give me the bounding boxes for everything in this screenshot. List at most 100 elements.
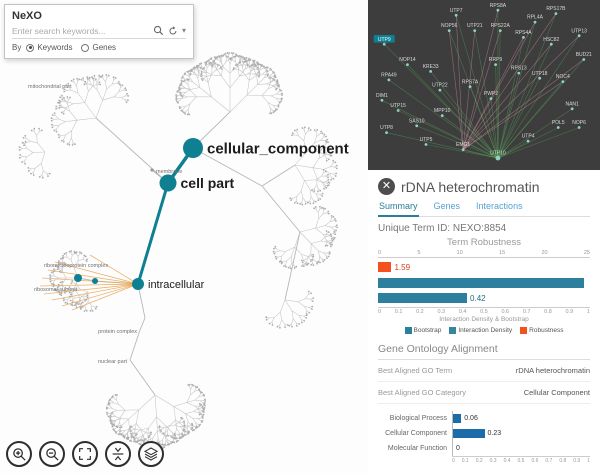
close-icon[interactable]: ✕ bbox=[378, 178, 395, 195]
zoom-out-button[interactable] bbox=[39, 441, 65, 467]
gene-node[interactable] bbox=[473, 29, 477, 32]
search-icon[interactable] bbox=[153, 25, 164, 36]
gene-node-label: RPS13 bbox=[511, 66, 527, 72]
gene-node-label: UTP18 bbox=[532, 71, 548, 77]
chevron-down-icon[interactable]: ▾ bbox=[181, 25, 186, 35]
go-plot-area: 0.06 bbox=[452, 411, 590, 426]
gene-node[interactable] bbox=[429, 70, 433, 73]
axis-tick: 0.2 bbox=[475, 458, 483, 464]
gene-node-label: HSC82 bbox=[543, 37, 559, 43]
gene-node[interactable] bbox=[494, 63, 497, 66]
gene-node[interactable] bbox=[447, 29, 451, 32]
legend-label: Robustness bbox=[529, 327, 564, 334]
legend-label: Bootstrap bbox=[413, 327, 442, 334]
axis-tick: 0.5 bbox=[517, 458, 525, 464]
bar-fill bbox=[378, 262, 392, 272]
search-mode-genes[interactable]: Genes bbox=[81, 43, 116, 52]
gene-node[interactable] bbox=[380, 98, 384, 102]
gene-node-label: NOP56 bbox=[441, 23, 458, 29]
gene-node[interactable] bbox=[415, 124, 419, 128]
tab-summary[interactable]: Summary bbox=[378, 199, 419, 217]
gene-node[interactable] bbox=[538, 76, 542, 80]
gene-node-label: RPS7A bbox=[462, 79, 479, 85]
gene-node[interactable] bbox=[549, 42, 553, 46]
radio-label: Genes bbox=[92, 43, 117, 52]
search-input[interactable] bbox=[12, 25, 149, 36]
unique-term-id: Unique Term ID: NEXO:8854 bbox=[378, 223, 507, 234]
gene-node[interactable] bbox=[498, 29, 502, 32]
gene-node[interactable] bbox=[387, 78, 391, 82]
tree-node[interactable] bbox=[132, 278, 144, 290]
gene-node-label: NAN1 bbox=[565, 101, 579, 107]
go-category-label: Molecular Function bbox=[387, 445, 447, 452]
gene-node[interactable] bbox=[440, 114, 444, 117]
fit-content-button[interactable] bbox=[72, 441, 98, 467]
axis-tick: 20 bbox=[541, 250, 548, 256]
gene-node-label: SAS10 bbox=[409, 118, 425, 124]
fit-selected-button[interactable] bbox=[105, 441, 131, 467]
axis-tick: 0.8 bbox=[544, 309, 552, 315]
detail-header: ✕ rDNA heterochromatin bbox=[378, 176, 590, 199]
radio-icon[interactable] bbox=[81, 43, 90, 52]
gene-node[interactable] bbox=[556, 126, 560, 129]
tree-node[interactable] bbox=[159, 174, 177, 192]
gene-node[interactable] bbox=[577, 126, 581, 129]
gene-node[interactable] bbox=[554, 12, 558, 16]
gene-node[interactable] bbox=[582, 58, 586, 61]
gene-node[interactable] bbox=[424, 143, 428, 146]
axis-tick: 0.8 bbox=[559, 458, 567, 464]
gene-node[interactable] bbox=[468, 85, 472, 89]
axis-tick: 15 bbox=[499, 250, 506, 256]
bar-robustness: 1.59 bbox=[378, 261, 590, 274]
gene-node[interactable] bbox=[489, 97, 493, 100]
tree-node[interactable] bbox=[183, 138, 203, 158]
gene-node[interactable] bbox=[522, 36, 525, 39]
gene-node[interactable] bbox=[461, 148, 465, 152]
gene-node[interactable] bbox=[577, 34, 581, 38]
tab-genes[interactable]: Genes bbox=[433, 201, 461, 211]
gene-node-label: RPS8A bbox=[490, 3, 507, 9]
gene-node[interactable] bbox=[533, 20, 537, 24]
go-bar-value: 0 bbox=[456, 445, 460, 452]
bottom-axis-label: Interaction Density & Bootstrap bbox=[439, 316, 529, 323]
legend-swatch bbox=[520, 327, 528, 334]
gene-node[interactable] bbox=[517, 71, 521, 75]
tree-annotation: ribosomal subunit bbox=[34, 287, 78, 293]
axis-tick: 0.9 bbox=[573, 458, 581, 464]
reset-search-icon[interactable] bbox=[168, 26, 178, 36]
zoom-in-button[interactable] bbox=[6, 441, 32, 467]
gene-node[interactable] bbox=[495, 155, 501, 161]
gene-node[interactable] bbox=[496, 8, 500, 12]
gene-node[interactable] bbox=[406, 63, 409, 66]
radio-icon[interactable] bbox=[26, 43, 35, 52]
tree-annotation: mitochondrial part bbox=[28, 84, 72, 90]
gene-node[interactable] bbox=[438, 88, 442, 92]
gene-node[interactable] bbox=[396, 109, 400, 112]
axis-tick: 0.4 bbox=[458, 309, 467, 315]
search-mode-keywords[interactable]: Keywords bbox=[26, 43, 72, 52]
gene-node-label: UTP4 bbox=[522, 134, 535, 140]
gene-node[interactable] bbox=[454, 13, 458, 17]
bar-fill bbox=[378, 293, 468, 303]
gene-node[interactable] bbox=[526, 139, 530, 143]
gene-node[interactable] bbox=[561, 80, 565, 83]
gene-node-label: UTP9 bbox=[378, 37, 391, 43]
gene-node[interactable] bbox=[570, 107, 574, 111]
layers-button[interactable] bbox=[138, 441, 164, 467]
tab-interactions[interactable]: Interactions bbox=[476, 201, 523, 211]
gene-node[interactable] bbox=[385, 131, 388, 135]
term-title: rDNA heterochromatin bbox=[401, 178, 540, 195]
bar-value-label: 1.59 bbox=[394, 262, 411, 272]
gene-node[interactable] bbox=[382, 42, 386, 46]
go-plot-area: 0 bbox=[452, 441, 590, 456]
bar-bootstrap bbox=[378, 276, 590, 289]
